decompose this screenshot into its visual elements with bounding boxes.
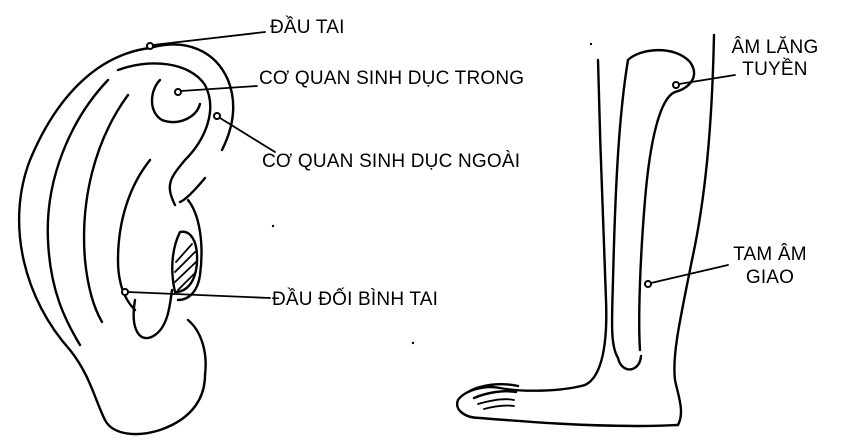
- leader-co-quan-trong: [181, 86, 257, 91]
- point-tam-am-giao: [645, 281, 651, 287]
- hatched-region: [172, 232, 197, 292]
- leader-dau-tai: [153, 32, 265, 45]
- label-dau-tai: ĐẦU TAI: [270, 18, 345, 37]
- leg-drawing: [457, 35, 714, 426]
- point-co-quan-ngoai: [214, 113, 220, 119]
- label-co-quan-sinh-duc-ngoai: CƠ QUAN SINH DỤC NGOÀI: [262, 152, 520, 171]
- ear-drawing: [19, 45, 233, 435]
- leader-dau-doi-binh-tai: [128, 292, 270, 298]
- point-am-lang-tuyen: [673, 82, 679, 88]
- label-am-lang: ÂM LĂNG: [720, 38, 830, 57]
- label-co-quan-sinh-duc-trong: CƠ QUAN SINH DỤC TRONG: [259, 69, 524, 88]
- label-giao: GIAO: [715, 268, 825, 287]
- label-tam-am: TAM ÂM: [715, 245, 825, 264]
- label-tuyen: TUYỀN: [720, 60, 830, 79]
- point-co-quan-trong: [175, 89, 181, 95]
- point-dau-tai: [147, 43, 153, 49]
- label-dau-doi-binh-tai: ĐẦU ĐỐI BÌNH TAI: [272, 290, 438, 309]
